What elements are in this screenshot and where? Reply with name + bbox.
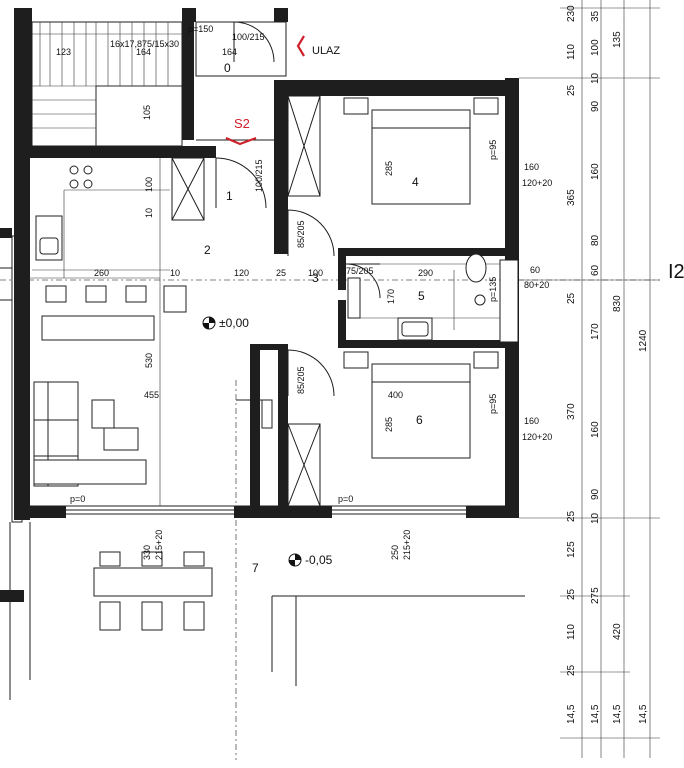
dim-col4: 1240 14,5 bbox=[638, 329, 649, 724]
svg-text:14,5: 14,5 bbox=[566, 704, 577, 724]
svg-text:110: 110 bbox=[566, 44, 577, 60]
dim-285-bed4: 285 bbox=[384, 161, 394, 176]
sill-living: p=0 bbox=[70, 494, 85, 504]
svg-text:14,5: 14,5 bbox=[638, 704, 649, 724]
door-bath: 75/205 bbox=[346, 266, 374, 276]
dim-170: 170 bbox=[386, 289, 396, 304]
room-label-5: 5 bbox=[418, 289, 425, 303]
stair-w2: 164 bbox=[136, 47, 151, 57]
svg-text:60: 60 bbox=[590, 264, 601, 276]
stair-w3: 164 bbox=[222, 47, 237, 57]
dim-col3: 135 830 420 14,5 bbox=[612, 31, 623, 724]
window-1-b: 120+20 bbox=[522, 178, 552, 188]
svg-text:160: 160 bbox=[590, 163, 601, 180]
stair-len: 105 bbox=[142, 105, 152, 120]
dim-100: 100 bbox=[308, 268, 323, 278]
svg-text:10: 10 bbox=[590, 512, 601, 524]
dim-530: 530 bbox=[144, 353, 154, 368]
dim-455: 455 bbox=[144, 390, 159, 400]
svg-text:80: 80 bbox=[590, 234, 601, 246]
level-main: ±0,00 bbox=[219, 316, 249, 330]
svg-text:135: 135 bbox=[612, 31, 623, 48]
svg-text:14,5: 14,5 bbox=[612, 704, 623, 724]
window-3-b: 120+20 bbox=[522, 432, 552, 442]
level-marker-main bbox=[202, 316, 216, 330]
svg-text:370: 370 bbox=[566, 403, 577, 420]
dim-120: 120 bbox=[234, 268, 249, 278]
svg-text:420: 420 bbox=[612, 623, 623, 640]
hatched-walls bbox=[95, 85, 519, 507]
svg-text:365: 365 bbox=[566, 189, 577, 206]
section-arrow-icon bbox=[225, 136, 257, 146]
furniture bbox=[33, 97, 499, 631]
svg-text:110: 110 bbox=[566, 624, 577, 640]
door-bed6: 85/205 bbox=[296, 366, 306, 394]
sill-bedroom: p=0 bbox=[338, 494, 353, 504]
terrace-outline bbox=[9, 522, 525, 700]
svg-text:35: 35 bbox=[590, 10, 601, 22]
svg-text:25: 25 bbox=[566, 292, 577, 304]
door-entry: 100/215 bbox=[232, 32, 265, 42]
entry-landing bbox=[195, 21, 287, 209]
stair-top: p=150 bbox=[188, 24, 213, 34]
level-terrace: -0,05 bbox=[305, 553, 333, 567]
dim-25: 25 bbox=[276, 268, 286, 278]
svg-text:170: 170 bbox=[590, 323, 601, 340]
kitchen-d100: 100 bbox=[144, 177, 154, 192]
dim-260: 260 bbox=[94, 268, 109, 278]
window-1-a: 160 bbox=[524, 162, 539, 172]
svg-text:275: 275 bbox=[590, 587, 601, 604]
level-marker-terrace bbox=[288, 553, 302, 567]
stair-w1: 123 bbox=[56, 47, 71, 57]
door-bed4: 85/205 bbox=[296, 220, 306, 248]
svg-text:90: 90 bbox=[590, 100, 601, 112]
svg-text:10: 10 bbox=[590, 72, 601, 84]
room-label-1: 1 bbox=[226, 189, 233, 203]
door-wc: 100/215 bbox=[254, 159, 264, 192]
window-2-sill: p=135 bbox=[488, 277, 498, 302]
window-3-a: 160 bbox=[524, 416, 539, 426]
svg-text:1240: 1240 bbox=[638, 329, 649, 352]
room-label-3: 3 bbox=[312, 271, 319, 285]
dim-290: 290 bbox=[418, 268, 433, 278]
room-label-2: 2 bbox=[204, 243, 211, 257]
room-label-7: 7 bbox=[252, 561, 259, 575]
dim-400: 400 bbox=[388, 390, 403, 400]
dimension-chains bbox=[519, 0, 660, 758]
entrance-label: ULAZ bbox=[312, 45, 340, 57]
dim-215-left: 215+20 bbox=[154, 530, 164, 560]
svg-text:25: 25 bbox=[566, 588, 577, 600]
dim-330: 330 bbox=[142, 545, 152, 560]
entrance-arrow-icon bbox=[296, 35, 305, 57]
dim-col2: 35 100 10 90 160 80 60 170 160 90 10 275… bbox=[590, 10, 601, 724]
window-2-a: 60 bbox=[530, 265, 540, 275]
kitchen-d10: 10 bbox=[144, 208, 154, 218]
room-label-4: 4 bbox=[412, 175, 419, 189]
room-label-0: 0 bbox=[224, 61, 231, 75]
svg-text:25: 25 bbox=[566, 84, 577, 96]
section-label: S2 bbox=[234, 116, 250, 131]
svg-text:160: 160 bbox=[590, 421, 601, 438]
svg-text:14,5: 14,5 bbox=[590, 704, 601, 724]
dim-10a: 10 bbox=[170, 268, 180, 278]
window-3-sill: p=95 bbox=[488, 394, 498, 414]
svg-text:230: 230 bbox=[566, 5, 577, 22]
stair-spec: 16x17,875/15x30 bbox=[110, 39, 179, 49]
svg-text:830: 830 bbox=[612, 295, 623, 312]
dim-215-right: 215+20 bbox=[402, 530, 412, 560]
svg-text:125: 125 bbox=[566, 541, 577, 558]
dim-250: 250 bbox=[390, 545, 400, 560]
svg-text:25: 25 bbox=[566, 510, 577, 522]
window-1-sill: p=95 bbox=[488, 140, 498, 160]
dim-col1: 230 110 25 365 25 370 25 125 25 110 25 1… bbox=[566, 5, 577, 724]
svg-text:100: 100 bbox=[590, 39, 601, 56]
room-label-6: 6 bbox=[416, 413, 423, 427]
section-marker: I2 bbox=[668, 261, 684, 283]
svg-text:90: 90 bbox=[590, 488, 601, 500]
window-2-b: 80+20 bbox=[524, 280, 549, 290]
staircase bbox=[31, 21, 183, 147]
svg-text:25: 25 bbox=[566, 664, 577, 676]
dim-285-bed6: 285 bbox=[384, 417, 394, 432]
